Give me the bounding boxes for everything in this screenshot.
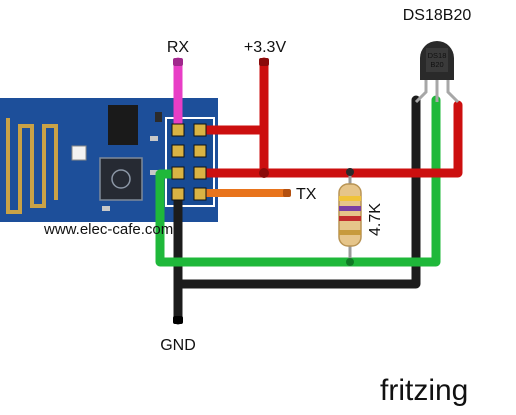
pin-gpio2 bbox=[171, 166, 185, 180]
smd-part bbox=[102, 206, 110, 211]
rx-wire-end bbox=[173, 58, 183, 66]
gnd-label: GND bbox=[160, 337, 196, 354]
pin-vcc bbox=[193, 123, 207, 137]
resistor-body bbox=[338, 183, 362, 247]
led bbox=[71, 145, 87, 161]
esp-module-icon bbox=[0, 98, 218, 222]
resistor-top-joint bbox=[346, 168, 354, 176]
pin-tx bbox=[193, 187, 207, 201]
website-label: www.elec-cafe.com bbox=[43, 221, 173, 238]
band-red bbox=[339, 216, 361, 221]
smd-part bbox=[150, 170, 158, 175]
pin-gnd bbox=[171, 187, 185, 201]
wire-ends bbox=[173, 58, 291, 324]
header-pins bbox=[171, 123, 207, 201]
tx-wire-end bbox=[283, 189, 291, 197]
sensor-legs bbox=[414, 80, 460, 104]
rx-label: RX bbox=[167, 39, 190, 56]
data-wire[interactable] bbox=[155, 95, 441, 267]
smd-part bbox=[150, 136, 158, 141]
antenna-trace bbox=[6, 118, 58, 214]
band-violet bbox=[339, 206, 361, 211]
sensor-marking-2: B20 bbox=[430, 60, 443, 69]
resistor-bottom-joint bbox=[346, 258, 354, 266]
gnd-wire[interactable] bbox=[173, 95, 421, 325]
pin-rst bbox=[193, 144, 207, 158]
band-gold bbox=[339, 230, 361, 235]
pin-gpio0 bbox=[171, 144, 185, 158]
vcc-junction bbox=[259, 168, 269, 178]
sensor-marking-1: DS18 bbox=[428, 51, 447, 60]
vcc-wire-end bbox=[259, 58, 269, 66]
flash-chip bbox=[108, 105, 138, 145]
fritzing-watermark: fritzing bbox=[380, 374, 468, 407]
pin-rx bbox=[171, 123, 185, 137]
gnd-wire-end bbox=[173, 316, 183, 324]
sensor-face bbox=[426, 48, 448, 72]
resistor-value-label: 4.7K bbox=[367, 203, 384, 236]
soc-chip bbox=[99, 157, 143, 201]
vcc-label: +3.3V bbox=[244, 39, 287, 56]
ds18b20-icon: DS18 B20 bbox=[414, 41, 460, 104]
sensor-title: DS18B20 bbox=[403, 7, 472, 24]
wires bbox=[155, 57, 463, 325]
soc-logo bbox=[111, 169, 131, 189]
band-yellow bbox=[339, 196, 361, 201]
smd-part bbox=[155, 112, 162, 122]
vcc-wire[interactable] bbox=[195, 57, 463, 178]
resistor-icon bbox=[338, 168, 362, 266]
tx-label: TX bbox=[296, 186, 317, 203]
pin-ch-pd bbox=[193, 166, 207, 180]
